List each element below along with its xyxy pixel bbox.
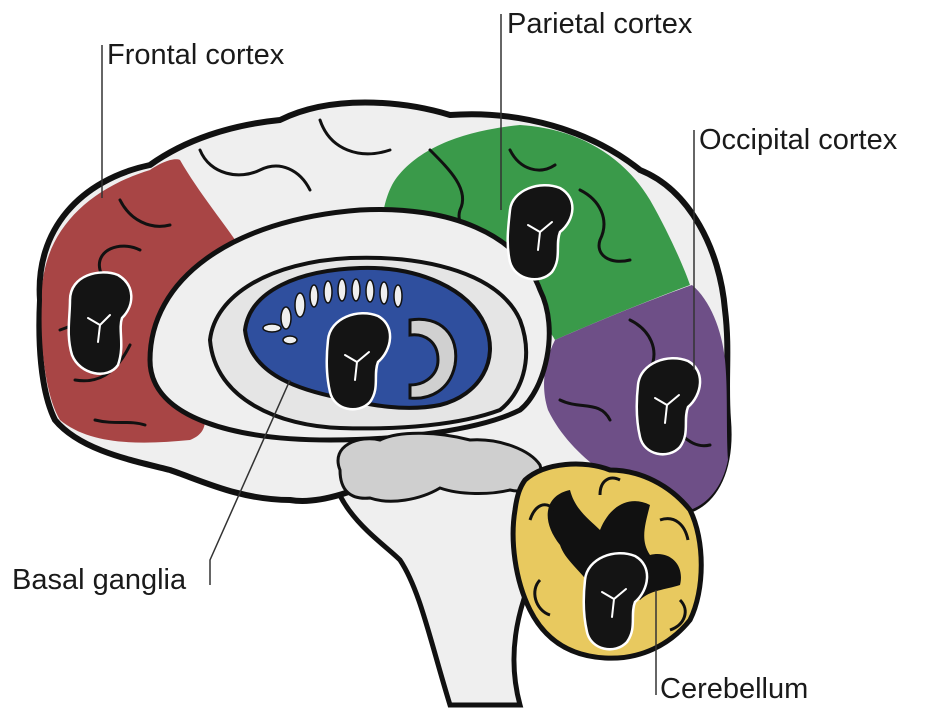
occipital-cortex-label: Occipital cortex: [699, 126, 897, 155]
frontal-cortex-label: Frontal cortex: [107, 41, 284, 70]
basal-ganglia-label: Basal ganglia: [12, 566, 186, 595]
parietal-cortex-label: Parietal cortex: [507, 10, 692, 39]
cerebellum-label: Cerebellum: [660, 675, 808, 704]
